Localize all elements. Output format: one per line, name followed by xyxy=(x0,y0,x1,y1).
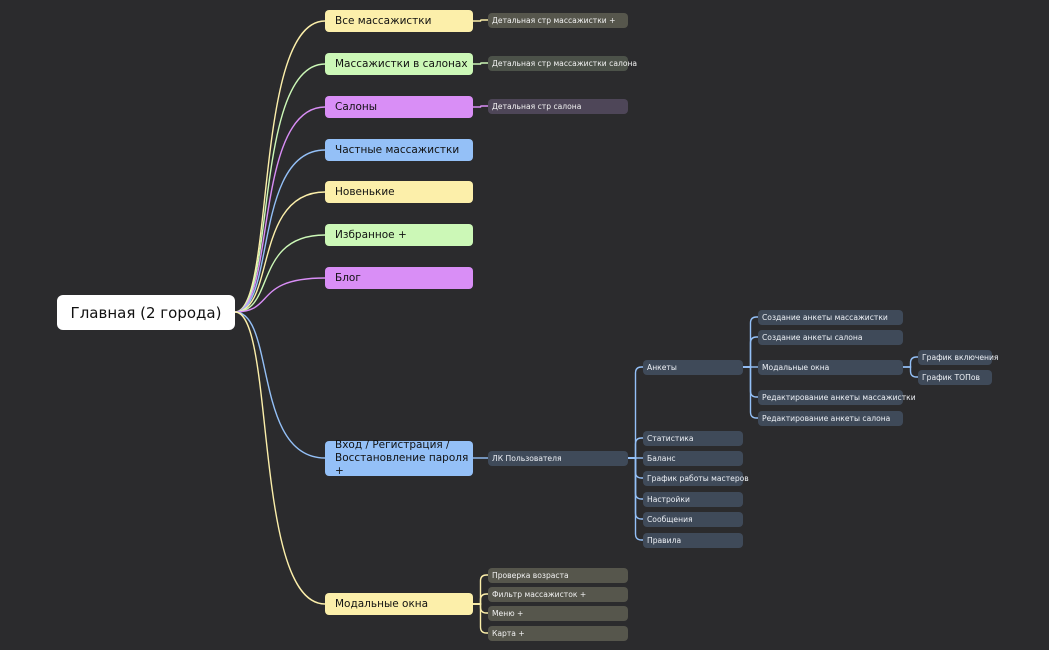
ankety-edit-masseuse[interactable]: Редактирование анкеты массажистки xyxy=(758,390,916,405)
branch-login-register[interactable]: Вход / Регистрация / Восстановление паро… xyxy=(325,439,473,477)
ankety-child-connector-0 xyxy=(743,316,758,368)
root-connector-4 xyxy=(234,191,326,313)
branch-salons[interactable]: Салоны xyxy=(325,96,473,118)
modal-child-connector-3 xyxy=(473,603,488,634)
modal-sub-connector-0 xyxy=(903,356,918,368)
schedule-inclusion[interactable]: График включения xyxy=(918,350,998,365)
schedule-tops[interactable]: График ТОПов xyxy=(918,370,992,385)
branch-blog[interactable]: Блог xyxy=(325,267,473,289)
lk-item-balance[interactable]: Баланс xyxy=(643,451,743,466)
branch-modal-windows[interactable]: Модальные окна xyxy=(325,593,473,615)
lk-item-settings[interactable]: Настройки xyxy=(643,492,743,507)
modal-sub-connector-1 xyxy=(903,366,918,378)
modal-age-check[interactable]: Проверка возраста xyxy=(488,568,628,583)
ankety-create-salon[interactable]: Создание анкеты салона xyxy=(758,330,903,345)
modal-menu[interactable]: Меню + xyxy=(488,606,628,621)
root-node[interactable]: Главная (2 города) xyxy=(57,295,235,330)
lk-item-schedule[interactable]: График работы мастеров xyxy=(643,471,749,486)
branch-all-masseuses[interactable]: Все массажистки xyxy=(325,10,473,32)
branch-new[interactable]: Новенькие xyxy=(325,181,473,203)
branch-private-masseuses[interactable]: Частные массажистки xyxy=(325,139,473,161)
ankety-child-connector-1 xyxy=(743,336,758,368)
detail-salon-masseuse-page[interactable]: Детальная стр массажистки салона xyxy=(488,56,637,71)
root-connector-6 xyxy=(234,277,326,313)
modal-child-connector-1 xyxy=(473,593,488,605)
root-connector-5 xyxy=(234,234,326,313)
lk-child-connector-1 xyxy=(628,437,643,459)
ankety-edit-salon[interactable]: Редактирование анкеты салона xyxy=(758,411,903,426)
lk-child-connector-0 xyxy=(628,366,643,459)
ankety-create-masseuse[interactable]: Создание анкеты массажистки xyxy=(758,310,903,325)
branch-salon-masseuses[interactable]: Массажистки в салонах xyxy=(325,53,473,75)
l2-connector-2 xyxy=(473,105,488,108)
detail-masseuse-page[interactable]: Детальная стр массажистки + xyxy=(488,13,628,28)
detail-salon-page[interactable]: Детальная стр салона xyxy=(488,99,628,114)
root-connector-0 xyxy=(234,20,326,313)
root-connector-8 xyxy=(234,311,326,605)
lk-item-statistics[interactable]: Статистика xyxy=(643,431,743,446)
root-connector-3 xyxy=(234,149,326,313)
lk-item-rules[interactable]: Правила xyxy=(643,533,743,548)
ankety-child-connector-4 xyxy=(743,366,758,419)
lk-child-connector-6 xyxy=(628,457,643,541)
modal-map[interactable]: Карта + xyxy=(488,626,628,641)
lk-user-node[interactable]: ЛК Пользователя xyxy=(488,451,628,466)
root-connector-7 xyxy=(234,311,326,459)
lk-item-ankety[interactable]: Анкеты xyxy=(643,360,743,375)
l2-connector-1 xyxy=(473,62,488,65)
modal-filter[interactable]: Фильтр массажисток + xyxy=(488,587,628,602)
lk-item-messages[interactable]: Сообщения xyxy=(643,512,743,527)
modal-child-connector-0 xyxy=(473,574,488,605)
ankety-modal-windows[interactable]: Модальные окна xyxy=(758,360,903,375)
l2-connector-0 xyxy=(473,19,488,22)
branch-favorites[interactable]: Избранное + xyxy=(325,224,473,246)
root-connector-2 xyxy=(234,106,326,313)
root-connector-1 xyxy=(234,63,326,313)
